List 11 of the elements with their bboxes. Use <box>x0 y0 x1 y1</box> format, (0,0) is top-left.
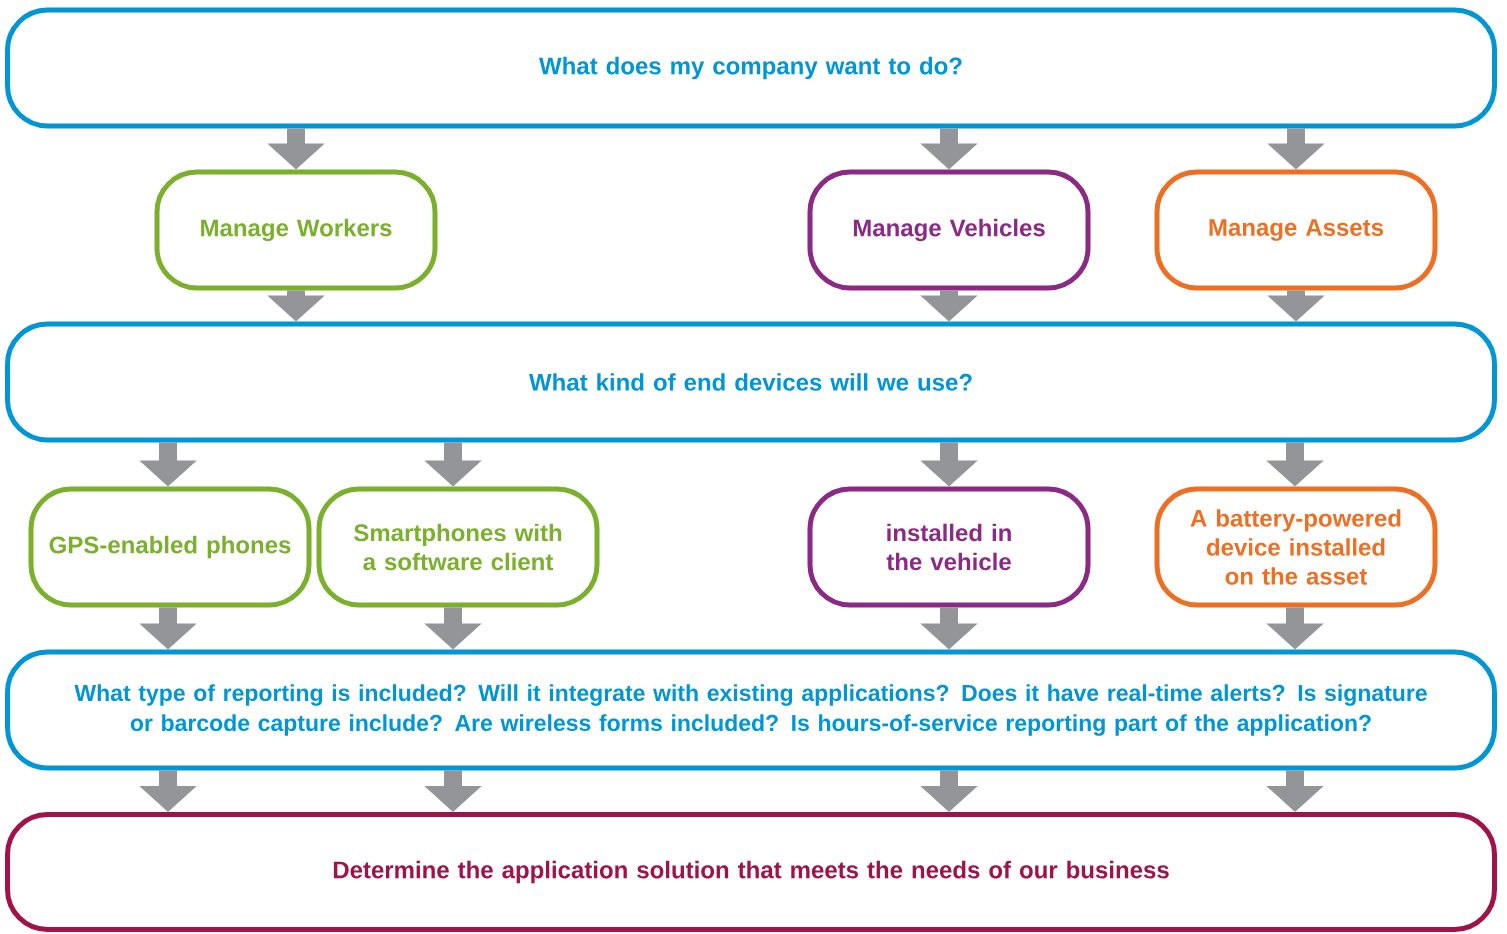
device-box: A battery-powered device installed on the asset <box>1154 486 1438 608</box>
category-box: Manage Vehicles <box>807 169 1091 291</box>
device-box: Smartphones with a software client <box>316 486 600 608</box>
device-box: installed in the vehicle <box>807 486 1091 608</box>
category-box: Manage Assets <box>1154 169 1438 291</box>
question-band: What type of reporting is included? Will it integrate with existing applications? Does it have real-time alerts? Is signature or barcode capture include? Are wireless forms included? Is hours-of-service reporting part of the application? <box>5 649 1497 771</box>
question-band: What does my company want to do? <box>5 7 1497 129</box>
device-box: GPS-enabled phones <box>28 486 312 608</box>
category-box: Manage Workers <box>154 169 438 291</box>
decision-band: Determine the application solution that meets the needs of our business <box>5 812 1497 932</box>
question-band: What kind of end devices will we use? <box>5 321 1497 443</box>
